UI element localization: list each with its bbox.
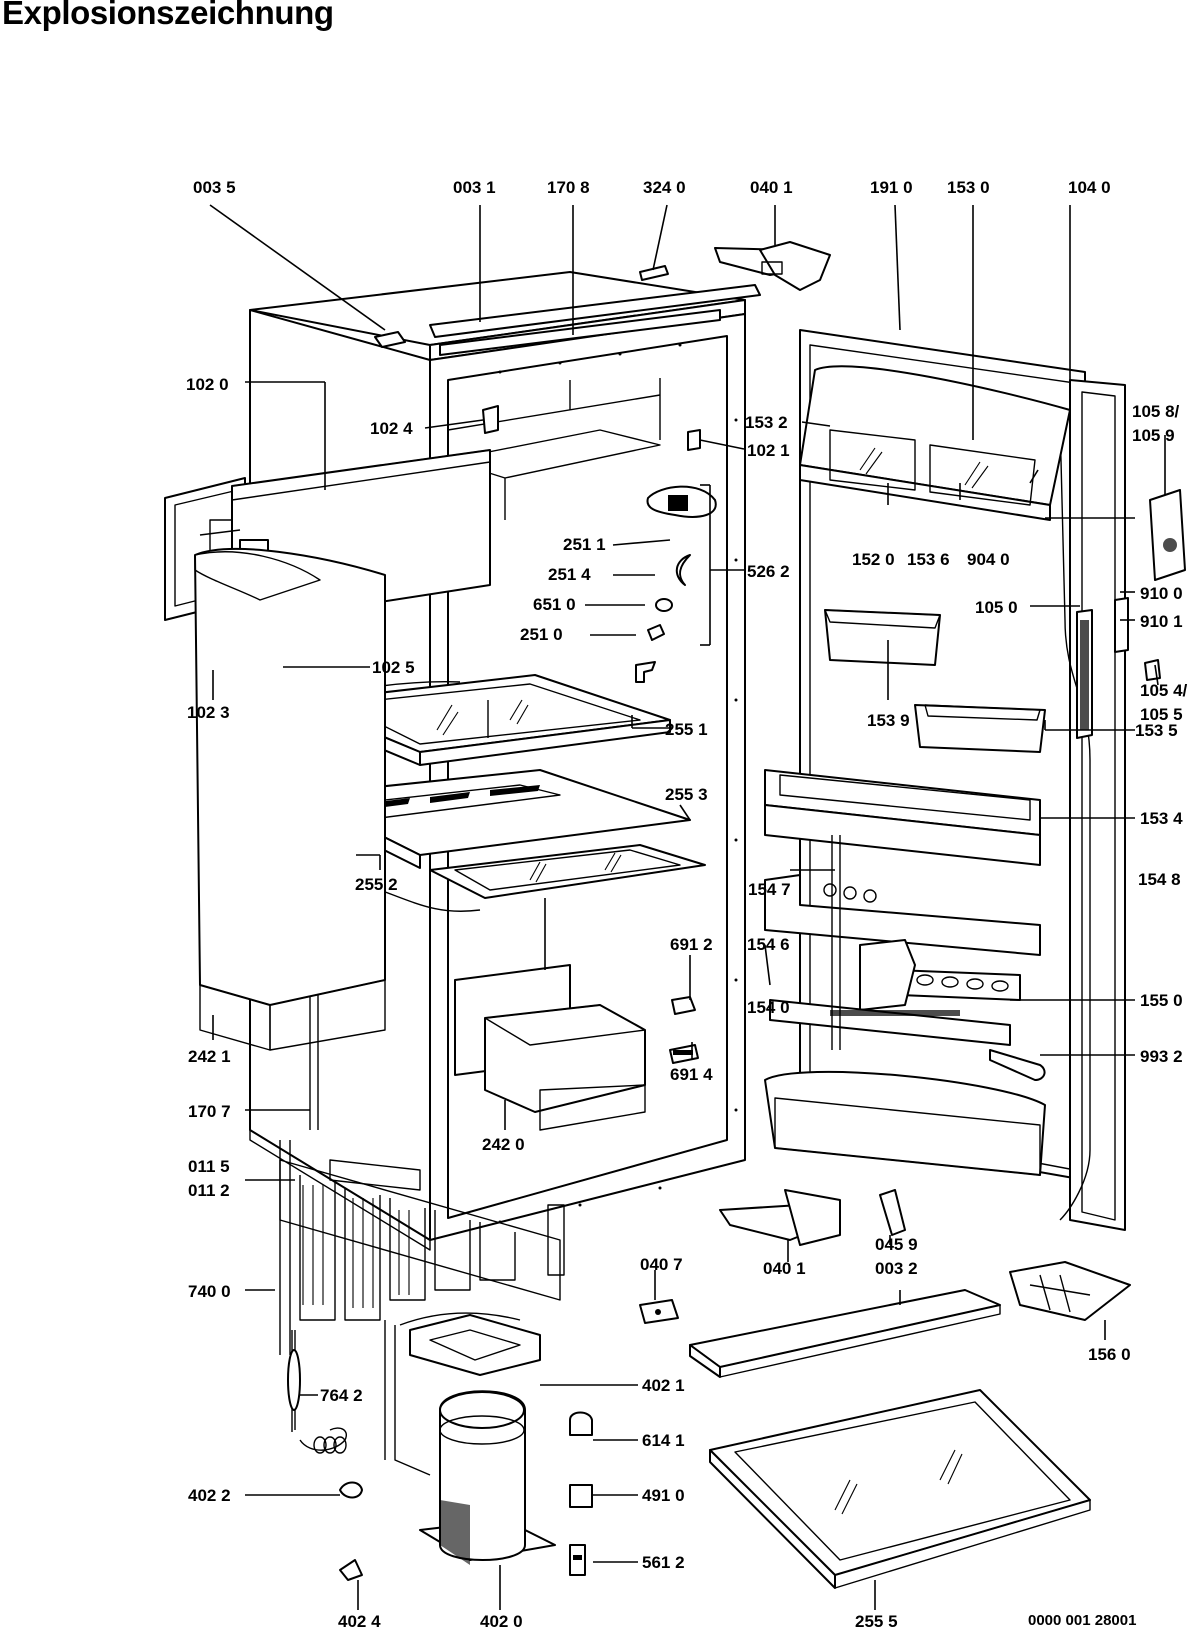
part-label: 526 2	[747, 562, 790, 581]
part-label: 003 2	[875, 1259, 918, 1278]
part-label: 153 0	[947, 178, 990, 197]
part-label: 011 5	[188, 1157, 230, 1176]
part-label: 154 7	[748, 880, 791, 899]
page-title: Explosionszeichnung	[2, 0, 334, 31]
compressor	[339, 1312, 593, 1581]
part-label: 156 0	[1088, 1345, 1131, 1364]
part-label: 242 0	[482, 1135, 525, 1154]
part-label: 324 0	[643, 178, 686, 197]
part-label: 251 1	[563, 535, 606, 554]
vegetable-drawers	[194, 547, 699, 1131]
part-label: 153 2	[745, 413, 788, 432]
part-label: 153 5	[1135, 721, 1178, 740]
part-label: 040 1	[763, 1259, 806, 1278]
part-label: 255 2	[355, 875, 398, 894]
part-label: 691 2	[670, 935, 713, 954]
part-label: 040 7	[640, 1255, 683, 1274]
top-rail-parts	[374, 241, 831, 356]
part-label: 904 0	[967, 550, 1010, 569]
part-label: 242 1	[188, 1047, 231, 1066]
part-label: 104 0	[1068, 178, 1111, 197]
part-label: 910 0	[1140, 584, 1183, 603]
part-label: 910 1	[1140, 612, 1183, 631]
part-label: 651 0	[533, 595, 576, 614]
part-label: 402 1	[642, 1376, 685, 1395]
part-label: 251 4	[548, 565, 591, 584]
door-hardware	[1114, 489, 1186, 681]
part-label: 154 6	[747, 935, 790, 954]
part-label: 170 7	[188, 1102, 231, 1121]
bottom-parts	[639, 1189, 1131, 1589]
part-labels: 003 5 003 1 170 8 324 0 040 1 191 0 153 …	[186, 178, 1188, 1630]
part-label: 105 0	[975, 598, 1018, 617]
part-label: 003 5	[193, 178, 236, 197]
part-label: 102 5	[372, 658, 415, 677]
part-label: 102 0	[186, 375, 229, 394]
drawing-number: 0000 001 28001	[1028, 1612, 1137, 1629]
part-label: 740 0	[188, 1282, 231, 1301]
part-label: 105 9	[1132, 426, 1175, 445]
part-label: 154 8	[1138, 870, 1181, 889]
part-label: 105 5	[1140, 705, 1183, 724]
part-label: 614 1	[642, 1431, 685, 1450]
part-label: 040 1	[750, 178, 793, 197]
part-label: 154 0	[747, 998, 790, 1017]
part-label: 251 0	[520, 625, 563, 644]
part-label: 102 4	[370, 419, 413, 438]
door-bins	[764, 609, 1046, 1176]
part-label: 102 3	[187, 703, 230, 722]
part-label: 170 8	[547, 178, 590, 197]
part-label: 764 2	[320, 1386, 363, 1405]
part-label: 102 1	[747, 441, 790, 460]
part-label: 402 0	[480, 1612, 523, 1630]
part-label: 691 4	[670, 1065, 713, 1084]
part-label: 153 4	[1140, 809, 1183, 828]
condenser-coil	[279, 1140, 565, 1454]
part-label: 153 6	[907, 550, 950, 569]
part-label: 045 9	[875, 1235, 918, 1254]
part-label: 191 0	[870, 178, 913, 197]
part-label: 011 2	[188, 1181, 230, 1200]
part-label: 003 1	[453, 178, 496, 197]
door-top-shelf	[799, 365, 1071, 521]
part-label: 105 4/	[1140, 681, 1188, 700]
part-label: 155 0	[1140, 991, 1183, 1010]
part-label: 105 8/	[1132, 402, 1180, 421]
leader-lines	[209, 204, 1166, 1610]
part-label: 561 2	[642, 1553, 685, 1572]
part-label: 255 5	[855, 1612, 898, 1630]
part-label: 402 4	[338, 1612, 381, 1630]
part-label: 153 9	[867, 711, 910, 730]
part-label: 491 0	[642, 1486, 685, 1505]
part-label: 255 1	[665, 720, 708, 739]
part-label: 993 2	[1140, 1047, 1183, 1066]
part-label: 152 0	[852, 550, 895, 569]
part-label: 255 3	[665, 785, 708, 804]
part-label: 402 2	[188, 1486, 231, 1505]
